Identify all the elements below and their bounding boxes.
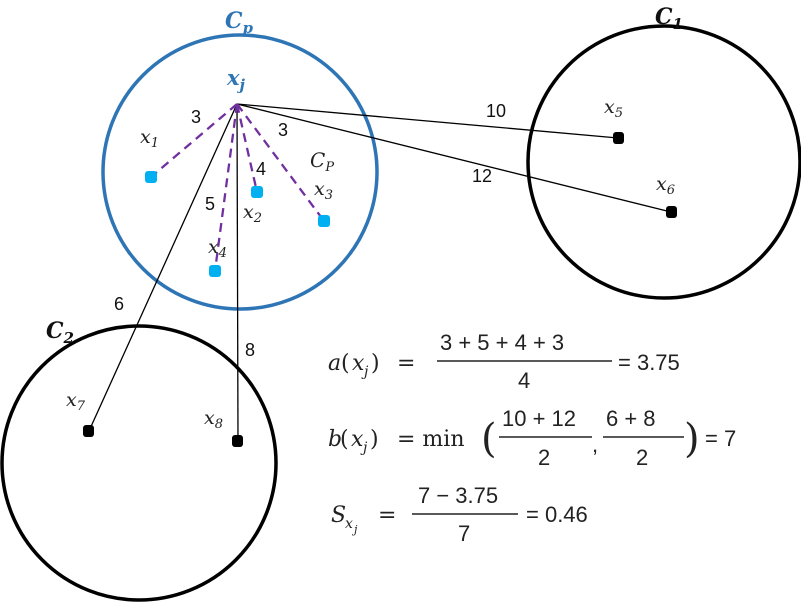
line-xj-x6 [236,103,672,213]
label-x7: x7 [66,389,86,414]
point-x1 [145,171,157,183]
label-x8: x8 [204,407,223,432]
svg-text:3 + 5 + 4 + 3: 3 + 5 + 4 + 3 [440,330,564,355]
label-x5: x5 [604,96,623,121]
svg-text:): ) [371,351,380,376]
label-x1: x1 [140,126,159,151]
svg-text:x: x [345,516,353,532]
svg-text:a: a [328,351,341,376]
point-x5 [613,132,624,144]
svg-text:7 − 3.75: 7 − 3.75 [418,483,498,508]
distance-label-x3: 3 [278,120,288,140]
dashed-xj-x3 [236,103,325,222]
formula-s: S x j = 7 − 3.75 7 = 0.46 [331,483,588,546]
svg-text:7: 7 [458,521,470,546]
label-c1: C1 [655,4,683,33]
point-x7 [83,425,94,437]
label-x6: x6 [656,173,675,198]
distance-label-x7: 6 [114,294,124,314]
svg-text:j: j [351,523,358,536]
cluster-cp-circle [101,33,379,311]
formula-b: b ( x j ) = min ( 10 + 12 2 , 6 + 8 2 ) … [328,406,736,470]
dashed-xj-x2 [235,103,259,193]
line-xj-x8 [236,103,239,442]
svg-text:x: x [352,351,365,376]
svg-text:= 7: = 7 [705,426,736,451]
point-x6 [666,206,677,218]
svg-text:=: = [378,503,396,528]
distance-label-x4: 5 [205,194,215,214]
point-x8 [232,435,243,447]
point-x4 [209,265,221,277]
svg-text:(: ( [481,416,497,462]
distance-label-x2: 4 [256,159,266,179]
point-x3 [318,215,330,227]
line-xj-x7 [88,103,238,432]
svg-text:=: = [397,351,415,376]
svg-text:(: ( [341,351,350,376]
svg-text:j: j [361,364,369,380]
svg-text:2: 2 [636,445,648,470]
svg-text:(: ( [340,427,349,452]
svg-text:S: S [331,503,346,528]
formula-a: a ( x j ) = 3 + 5 + 4 + 3 4 = 3.75 [328,330,680,393]
label-x2: x2 [243,201,262,226]
svg-text:10 + 12: 10 + 12 [502,406,576,431]
distance-label-x1: 3 [191,107,201,127]
svg-text:): ) [684,416,700,462]
line-xj-x5 [236,103,619,139]
label-c2: C2 [46,318,74,347]
label-xj: xj [226,65,246,94]
svg-text:2: 2 [538,445,550,470]
svg-text:x: x [351,427,364,452]
svg-text:,: , [592,432,598,457]
svg-text:4: 4 [518,368,530,393]
label-cp-inner: CP [310,148,334,175]
dashed-xj-x1 [150,103,238,178]
point-x2 [251,186,263,198]
svg-text:b: b [328,427,342,452]
label-x4: x4 [208,236,227,261]
svg-text:= 0.46: = 0.46 [526,502,588,527]
distance-label-x6: 12 [472,166,492,186]
distance-label-x8: 8 [245,340,255,360]
label-cp-top: Cp [225,8,254,37]
label-x3: x3 [314,178,333,203]
svg-text:6 + 8: 6 + 8 [606,406,656,431]
svg-text:j: j [360,440,368,456]
cluster-c2-circle [0,324,278,602]
svg-text:= min: = min [397,427,465,452]
svg-text:= 3.75: = 3.75 [618,350,680,375]
distance-label-x5: 10 [486,101,506,121]
dashed-xj-x4 [213,103,239,272]
svg-text:): ) [370,427,379,452]
cluster-c1-circle [526,24,801,300]
